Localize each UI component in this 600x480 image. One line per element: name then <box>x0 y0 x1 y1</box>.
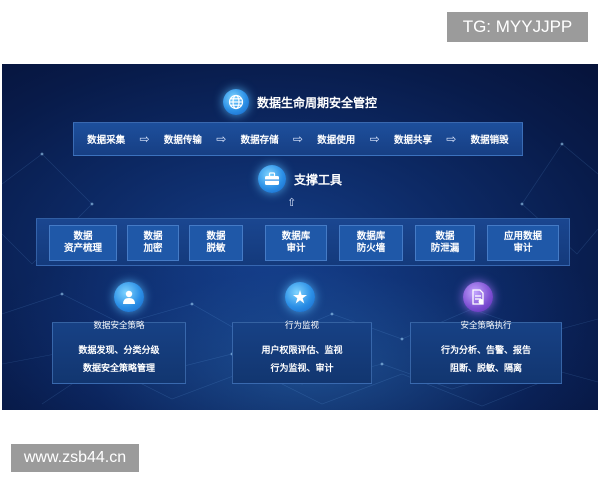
lifecycle-stage: 数据采集 <box>87 135 126 146</box>
tools-title: 支撑工具 <box>293 172 342 187</box>
pillar-box: 数据安全策略数据发现、分类分级数据安全策略管理 <box>52 321 186 384</box>
tool-box: 数据库审计 <box>265 225 327 261</box>
tool-box: 数据资产梳理 <box>49 225 117 261</box>
lifecycle-stage: 数据传输 <box>163 135 202 146</box>
document-icon <box>463 282 493 312</box>
tool-box: 数据脱敏 <box>189 225 243 261</box>
arrow-right-icon: ⇨ <box>446 132 457 146</box>
toolbox-icon <box>257 165 286 193</box>
tool-label: 防火墙 <box>356 243 386 254</box>
arrow-right-icon: ⇨ <box>216 132 227 146</box>
tools-title-row: 支撑工具 <box>2 164 598 194</box>
tool-label: 应用数据 <box>503 231 542 242</box>
arrow-right-icon: ⇨ <box>369 132 380 146</box>
tool-box: 数据加密 <box>127 225 179 261</box>
diagram-title-row: 数据生命周期安全管控 <box>2 88 598 116</box>
pillar-line: 数据安全策略管理 <box>82 364 155 374</box>
pillar-line: 用户权限评估、监视 <box>261 346 343 356</box>
tools-panel: 数据资产梳理数据加密数据脱敏数据库审计数据库防火墙数据防泄漏应用数据审计 <box>36 218 570 266</box>
tool-label: 数据 <box>435 231 455 242</box>
up-arrow-icon: ⇧ <box>287 196 297 209</box>
lifecycle-stage: 数据共享 <box>393 135 432 146</box>
tool-label: 数据 <box>206 231 226 242</box>
globe-icon <box>222 89 249 115</box>
lifecycle-stage: 数据存储 <box>240 135 279 146</box>
pillar-line: 行为分析、告警、报告 <box>440 346 531 356</box>
tool-label: 数据 <box>143 231 163 242</box>
tool-box: 数据库防火墙 <box>339 225 403 261</box>
lifecycle-stages: 数据采集 ⇨ 数据传输 ⇨ 数据存储 ⇨ 数据使用 ⇨ 数据共享 ⇨ 数据销毁 <box>73 122 523 156</box>
pillar-line: 数据发现、分类分级 <box>78 346 160 356</box>
tool-label: 审计 <box>513 243 533 254</box>
pillar-title: 安全策略执行 <box>460 321 512 331</box>
watermark-top: TG: MYYJJPP <box>447 12 588 42</box>
arrow-right-icon: ⇨ <box>139 132 150 146</box>
tool-label: 数据库 <box>356 231 386 242</box>
tool-label: 数据 <box>73 231 93 242</box>
pillar-line: 行为监视、审计 <box>270 364 334 374</box>
lifecycle-stage: 数据使用 <box>317 135 356 146</box>
tool-label: 加密 <box>143 243 163 254</box>
pillar-line: 阻断、脱敏、隔离 <box>449 364 522 374</box>
pillar-box: 安全策略执行行为分析、告警、报告阻断、脱敏、隔离 <box>410 321 562 384</box>
pillar-box: 行为监视用户权限评估、监视行为监视、审计 <box>232 321 372 384</box>
tool-box: 应用数据审计 <box>487 225 559 261</box>
tool-label: 资产梳理 <box>63 243 102 254</box>
tool-label: 防泄漏 <box>430 243 460 254</box>
diagram-title: 数据生命周期安全管控 <box>256 95 377 110</box>
tool-label: 脱敏 <box>206 243 226 254</box>
pillar-title: 行为监视 <box>284 321 319 331</box>
lifecycle-stage: 数据销毁 <box>470 135 509 146</box>
star-icon <box>285 282 315 312</box>
pillar-title: 数据安全策略 <box>93 321 145 331</box>
arrow-right-icon: ⇨ <box>292 132 303 146</box>
user-icon <box>114 282 144 312</box>
tool-label: 数据库 <box>281 231 311 242</box>
watermark-bottom: www.zsb44.cn <box>11 444 139 472</box>
tool-box: 数据防泄漏 <box>415 225 475 261</box>
diagram-banner: 数据生命周期安全管控 数据采集 ⇨ 数据传输 ⇨ 数据存储 ⇨ 数据使用 ⇨ 数据共享 ⇨ 数据销毁… <box>2 64 598 410</box>
tool-label: 审计 <box>286 243 306 254</box>
